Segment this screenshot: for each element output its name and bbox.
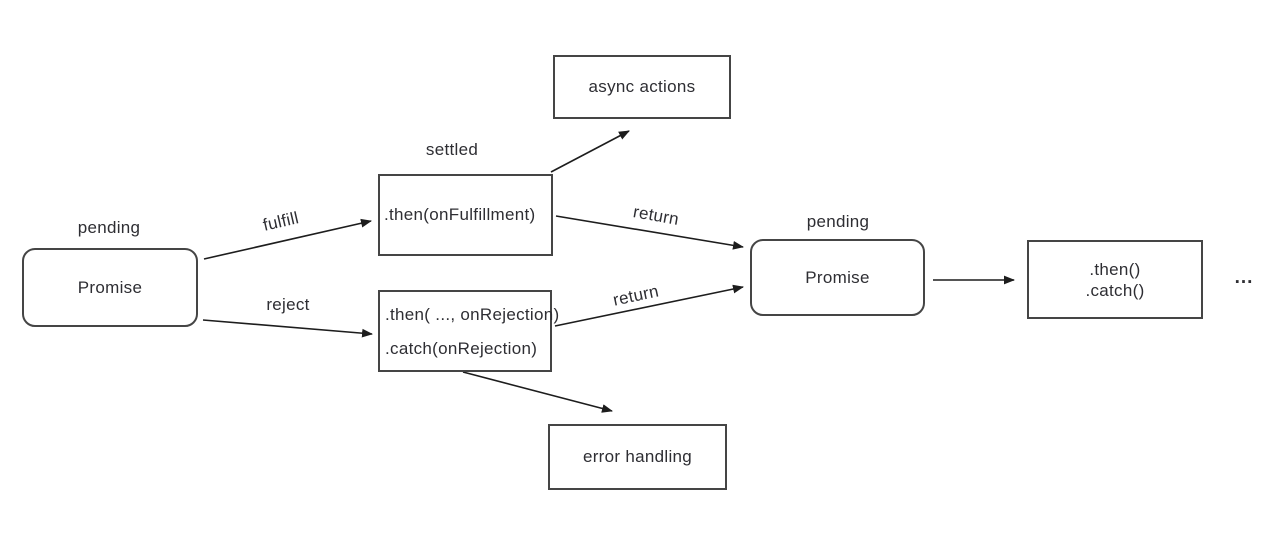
reject-edge-label: reject <box>266 295 310 314</box>
pending-state-label: pending <box>77 218 141 237</box>
catch-onrejection-line: .catch(onRejection) <box>385 338 538 358</box>
error-handling-arrow <box>462 371 613 413</box>
promise-node: Promise <box>22 248 198 327</box>
error-handling-node: error handling <box>548 424 727 490</box>
fulfill-edge-label: fulfill <box>261 208 301 235</box>
pending-state-label-2: pending <box>806 212 870 231</box>
async-actions-arrow <box>550 130 630 173</box>
chained-catch-line: .catch() <box>1085 280 1145 300</box>
chained-then-catch-node: .then() .catch() <box>1027 240 1203 319</box>
async-actions-node: async actions <box>553 55 731 119</box>
continuation-ellipsis: ... <box>1234 267 1254 288</box>
promise-node-2: Promise <box>750 239 925 316</box>
then-catch-onrejection-node: .then( ..., onRejection) .catch(onReject… <box>378 290 559 372</box>
reject-arrow <box>202 319 373 338</box>
return-top-edge-label: return <box>631 202 681 229</box>
chained-then-line: .then() <box>1089 259 1141 279</box>
then-onrejection-line: .then( ..., onRejection) <box>385 304 560 324</box>
return-bottom-edge-label: return <box>611 281 661 310</box>
then-onfulfillment-node: .then(onFulfillment) <box>378 174 553 256</box>
settled-state-label: settled <box>425 140 479 159</box>
